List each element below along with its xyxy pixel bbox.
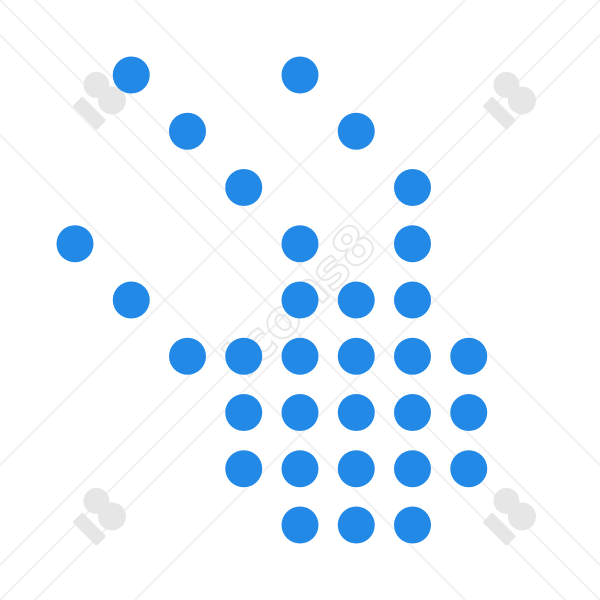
- hand-dot: [281, 281, 319, 319]
- hand-dot: [394, 337, 431, 375]
- hand-dot: [337, 281, 375, 319]
- hand-dot: [225, 450, 263, 488]
- hand-dot: [394, 169, 431, 206]
- hand-dot: [394, 225, 431, 263]
- hand-dot: [281, 56, 319, 94]
- watermark-logo-icon: [483, 487, 536, 546]
- hand-dot: [281, 337, 319, 375]
- watermark-logo-icon: [73, 71, 126, 130]
- hand-dot: [281, 450, 319, 488]
- hand-dot: [337, 337, 375, 375]
- hand-dot: [225, 337, 263, 375]
- hand-dot: [225, 169, 263, 206]
- hand-dot: [337, 112, 375, 150]
- hand-dot: [450, 394, 488, 431]
- hand-dot: [169, 337, 206, 375]
- hand-dot: [112, 56, 150, 94]
- hand-dot-grid: [56, 56, 488, 544]
- watermark-logo-icon: [483, 71, 536, 130]
- hand-dot: [450, 450, 488, 488]
- hand-dot: [394, 506, 431, 544]
- hand-dot: [337, 450, 375, 488]
- watermark-logo-icon: [73, 487, 126, 546]
- hand-dot: [225, 394, 263, 431]
- hand-dot: [450, 337, 488, 375]
- hand-dot: [112, 281, 150, 319]
- hand-dot: [169, 112, 206, 150]
- hand-dot: [281, 394, 319, 431]
- hand-dot: [394, 450, 431, 488]
- hand-dot: [281, 225, 319, 263]
- hand-dot: [56, 225, 94, 263]
- hand-dot: [337, 506, 375, 544]
- hand-dot: [394, 394, 431, 431]
- hand-dot: [337, 394, 375, 431]
- hand-dot: [394, 281, 431, 319]
- hand-dot: [281, 506, 319, 544]
